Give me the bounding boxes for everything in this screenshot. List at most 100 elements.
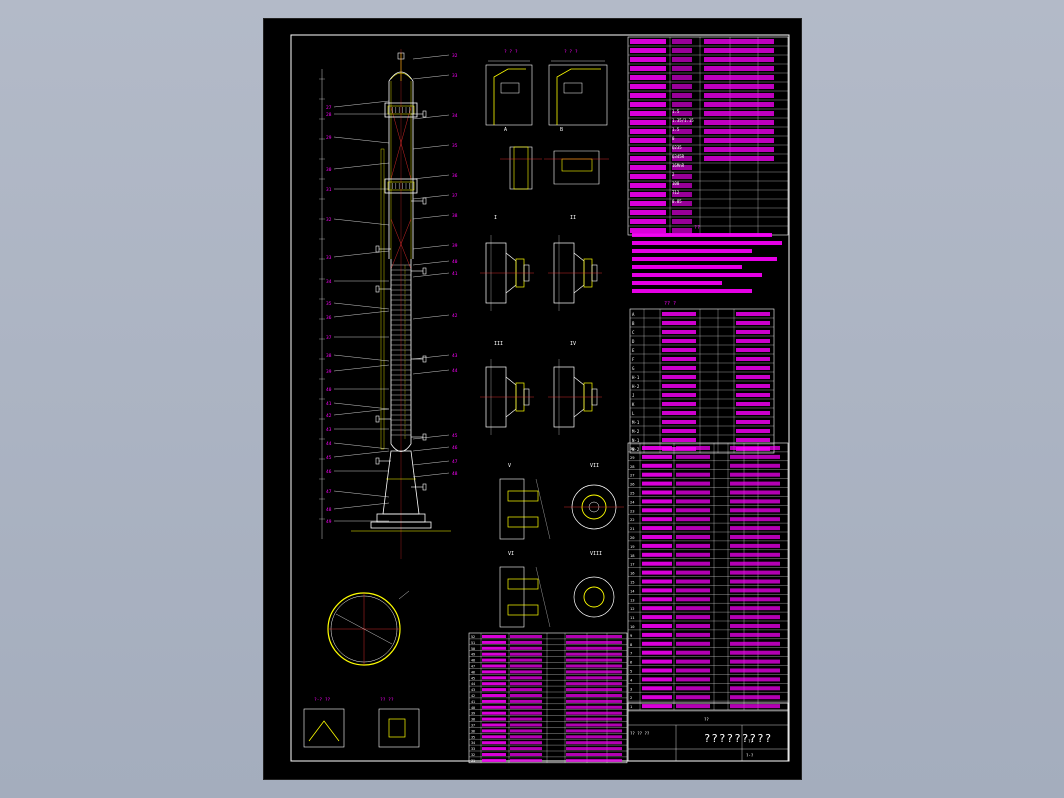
table-cell-text — [482, 694, 506, 697]
callout-number: 45 — [452, 433, 458, 439]
leader-line — [333, 354, 390, 362]
table-cell-text — [482, 670, 506, 674]
table-cell-text — [736, 393, 770, 397]
table-cell-text — [630, 75, 666, 80]
table-cell-text — [510, 682, 542, 686]
table-cell-text — [676, 535, 710, 539]
part-number: 46 — [471, 670, 475, 674]
leader-line — [333, 136, 390, 144]
table-cell-text — [642, 641, 672, 646]
table-cell-text — [566, 640, 622, 644]
section-label: VIII — [590, 551, 602, 557]
part-number: 50 — [471, 647, 475, 651]
side-nozzle-flange — [375, 245, 380, 253]
table-cell-text — [736, 438, 770, 442]
table-cell-text — [482, 705, 506, 709]
table-cell-text — [642, 552, 672, 557]
callout-number: 36 — [452, 173, 458, 179]
detail-tube-i — [500, 146, 542, 190]
callout-number: 46 — [326, 469, 332, 475]
table-cell-text — [482, 646, 506, 650]
table-cell-text — [510, 705, 542, 709]
detail-tube-ii — [553, 150, 600, 185]
detail-dimension — [535, 566, 551, 628]
table-cell-text — [630, 165, 666, 170]
table-cell-text — [510, 747, 542, 751]
table-cell-text — [730, 526, 780, 531]
table-cell-text — [736, 321, 770, 325]
table-cell-text — [642, 472, 672, 477]
callout-number: 27 — [326, 105, 332, 111]
table-cell-text — [642, 632, 672, 637]
table-cell-text — [672, 102, 692, 107]
nozzle-table-title: ?? ? — [664, 301, 676, 307]
part-number: 41 — [471, 700, 475, 704]
callout-number: 29 — [326, 135, 332, 141]
leader-line — [412, 354, 450, 360]
leader-line — [333, 250, 390, 258]
part-number: 28 — [630, 464, 635, 469]
part-number: 3 — [630, 686, 632, 691]
table-cell-text — [730, 677, 780, 682]
nozzle-mark: H-2 — [632, 384, 640, 389]
callout-number: 44 — [326, 441, 332, 447]
part-number: 25 — [630, 491, 635, 496]
table-cell-text — [676, 668, 710, 673]
table-cell-text — [510, 670, 542, 674]
table-cell-text — [730, 615, 780, 620]
callout-number: 41 — [326, 401, 332, 407]
table-cell-text — [730, 704, 780, 709]
weld-profile — [493, 68, 526, 125]
design-value: 1.35/1.15 — [672, 118, 694, 123]
table-cell-text — [642, 579, 672, 584]
nozzle-table — [629, 308, 775, 454]
table-cell-text — [704, 129, 774, 134]
table-cell-text — [704, 39, 774, 44]
detail-outline — [485, 64, 533, 126]
bottom-head — [390, 443, 412, 452]
table-cell-text — [704, 66, 774, 71]
table-cell-text — [730, 632, 780, 637]
note-line — [632, 273, 762, 277]
detail-lug-ix — [499, 566, 551, 628]
table-cell-text — [566, 735, 622, 739]
callout-number: 28 — [326, 112, 332, 118]
part-number: 8 — [630, 642, 633, 647]
callout-number: 49 — [326, 519, 332, 525]
table-cell-text — [566, 705, 622, 709]
weld-profile — [556, 68, 601, 125]
table-cell-text — [704, 111, 774, 116]
table-cell-text — [482, 640, 506, 644]
table-cell-text — [630, 138, 666, 143]
lug-arm — [507, 490, 539, 502]
leader-line — [333, 450, 390, 458]
callout-number: 39 — [452, 243, 458, 249]
table-cell-text — [704, 93, 774, 98]
orientation-axis — [335, 613, 393, 645]
detail-weld-d — [378, 708, 420, 748]
table-cell-text — [676, 561, 710, 566]
table-cell-text — [642, 650, 672, 655]
table-cell-text — [482, 735, 506, 739]
leader-line — [412, 272, 450, 278]
table-cell-text — [482, 658, 506, 662]
part-number: 10 — [630, 624, 635, 629]
table-cell-text — [642, 588, 672, 593]
design-value: T12 — [672, 190, 680, 195]
table-cell-text — [566, 699, 622, 703]
detail-ring-x — [573, 576, 615, 618]
side-nozzle-flange — [422, 267, 427, 275]
design-value: 2 — [672, 172, 675, 177]
ladder — [380, 148, 385, 450]
part-number: 7 — [630, 651, 632, 656]
table-cell-text — [482, 682, 506, 686]
section-label: IV — [570, 341, 576, 347]
table-cell-text — [672, 228, 692, 233]
lug-plate — [499, 478, 525, 540]
table-cell-text — [676, 659, 710, 664]
table-cell-text — [482, 741, 506, 745]
side-nozzle-flange — [422, 197, 427, 205]
lug-plate — [499, 566, 525, 628]
part-number: 13 — [630, 597, 635, 602]
